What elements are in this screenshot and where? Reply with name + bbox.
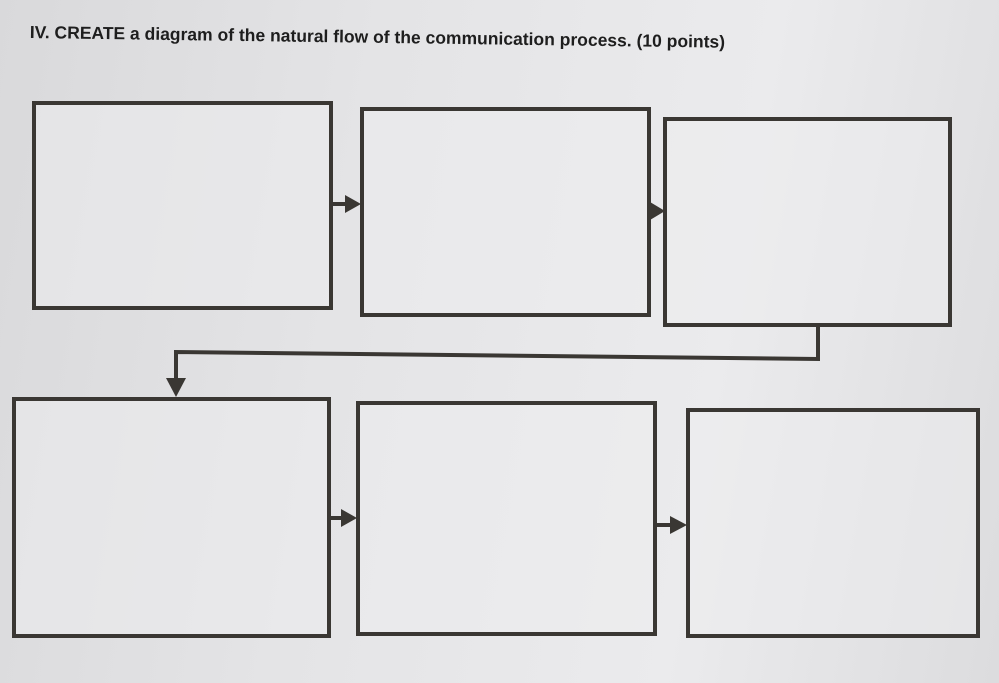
arrow-box4-to-box5 [329,509,357,527]
arrow-box5-to-box6 [655,516,687,534]
diagram-box-3[interactable] [663,117,952,327]
diagram-box-1[interactable] [32,101,333,310]
diagram-box-2[interactable] [360,107,651,317]
arrow-box2-to-box3 [649,202,665,220]
diagram-box-5[interactable] [356,401,657,636]
arrow-box1-to-box2 [331,195,361,213]
arrow-box3-to-box4 [166,326,820,397]
diagram-box-6[interactable] [686,408,980,638]
